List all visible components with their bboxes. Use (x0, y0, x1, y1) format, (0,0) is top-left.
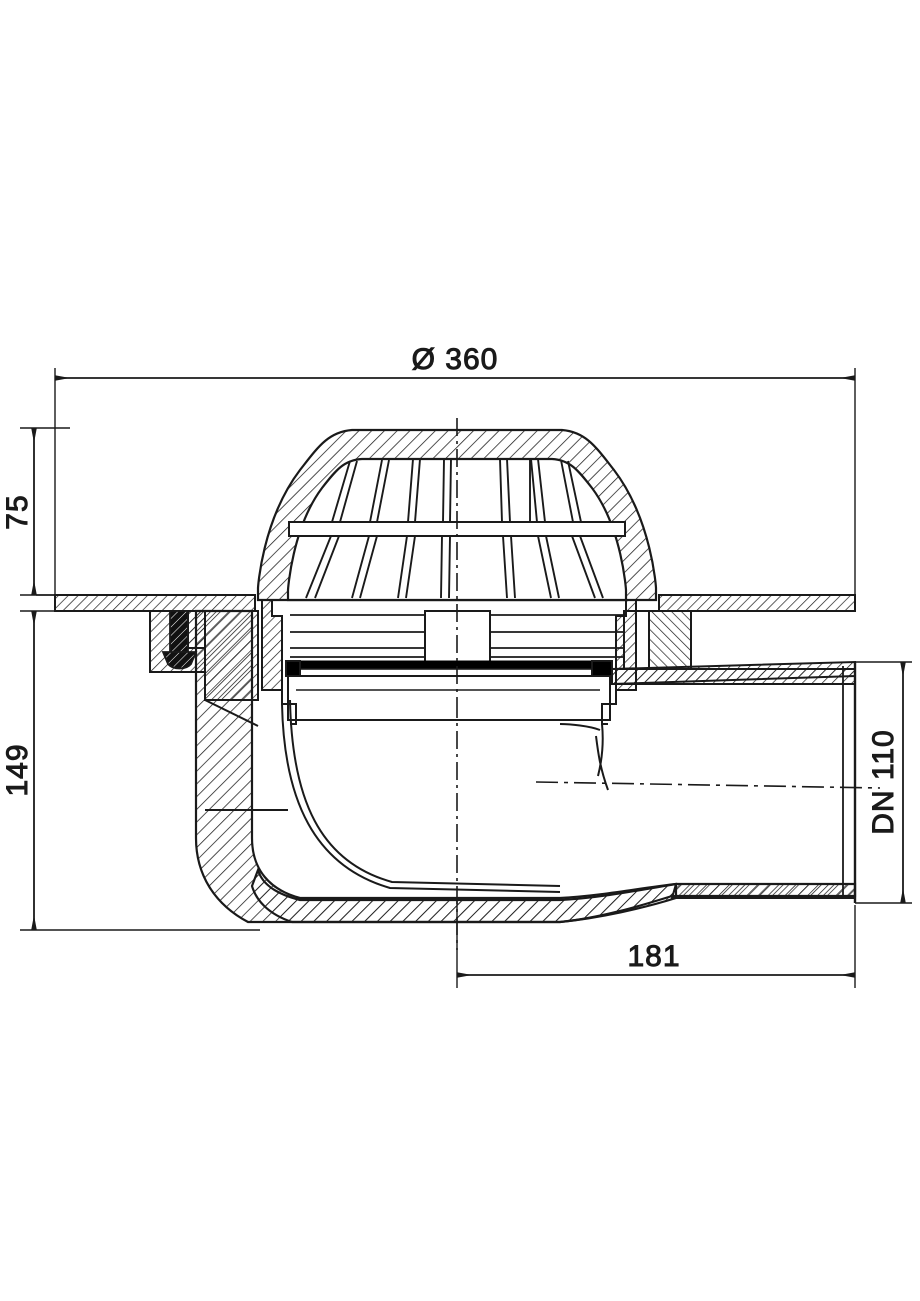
dimension-label-outlet-nominal: DN 110 (867, 729, 900, 835)
grate-ribs-lower (305, 535, 604, 599)
drain-geometry (36, 418, 881, 950)
dimension-layer: Ø 360 75 149 DN 110 181 (1, 343, 912, 988)
flange-plate-left (54, 594, 256, 612)
outlet-wall-lower (670, 883, 856, 899)
socket-shoulder-left (281, 690, 297, 725)
gasket-seal-gap (285, 668, 607, 677)
outlet-pipe[interactable] (559, 660, 857, 903)
body-web-line (204, 699, 259, 727)
body-bottom-slab (250, 866, 678, 924)
weir-lip-upper (597, 723, 604, 777)
throat-outer-curve (281, 703, 561, 893)
dimension-label-diameter-top: Ø 360 (412, 343, 499, 376)
weir-shelf (559, 723, 601, 731)
dimension-height-upper[interactable]: 75 (1, 427, 70, 596)
clamp-bolt-head (161, 651, 198, 670)
gasket-end-left (285, 660, 301, 677)
clamp-ring-right-block (648, 610, 692, 670)
flange-plate-right (658, 594, 856, 612)
outlet-axis (535, 781, 881, 789)
dimension-diameter-top[interactable]: Ø 360 (54, 343, 856, 600)
gasket-end-right (591, 660, 613, 677)
dimension-length-outlet[interactable]: 181 (456, 898, 856, 988)
grate-ribs-upper (331, 458, 582, 523)
gasket-seal (285, 660, 613, 677)
grate-seat (261, 599, 637, 725)
flange-plate[interactable] (36, 594, 856, 612)
throat-inner-curve (289, 699, 561, 887)
socket-shoulder-right (601, 690, 617, 725)
drain-body[interactable] (194, 609, 857, 930)
dimension-label-height-lower: 149 (1, 743, 34, 796)
dimension-outlet-nominal[interactable]: DN 110 (855, 661, 912, 904)
weir-lip-lower (595, 735, 609, 791)
dimension-height-lower[interactable]: 149 (1, 610, 260, 931)
dimension-label-length-outlet: 181 (627, 940, 680, 973)
gasket-seal-band (285, 660, 607, 670)
socket-chamber (287, 675, 611, 721)
dimension-label-height-upper: 75 (1, 494, 34, 529)
seat-wall-left (261, 599, 283, 691)
